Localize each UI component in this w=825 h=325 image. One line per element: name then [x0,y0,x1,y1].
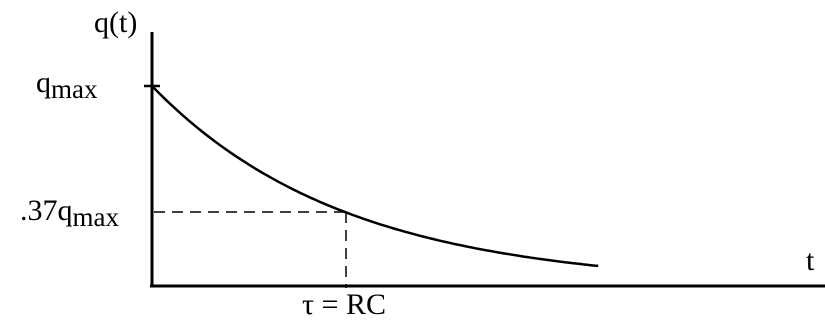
y-tick-qmax-subscript: max [51,74,98,104]
y-tick-label-37qmax: .37qmax [20,194,119,231]
y-tick-37qmax-base: .37q [20,194,73,227]
y-tick-label-qmax: qmax [36,66,98,103]
x-tick-label-tau: τ = RC [302,288,386,321]
series-points-group [151,85,599,267]
x-axis-label: t [806,244,815,277]
y-tick-37qmax-subscript: max [72,202,120,232]
y-axis-label: q(t) [94,6,138,39]
y-tick-qmax-base: q [36,66,51,99]
series-line-decay-curve [151,85,599,268]
